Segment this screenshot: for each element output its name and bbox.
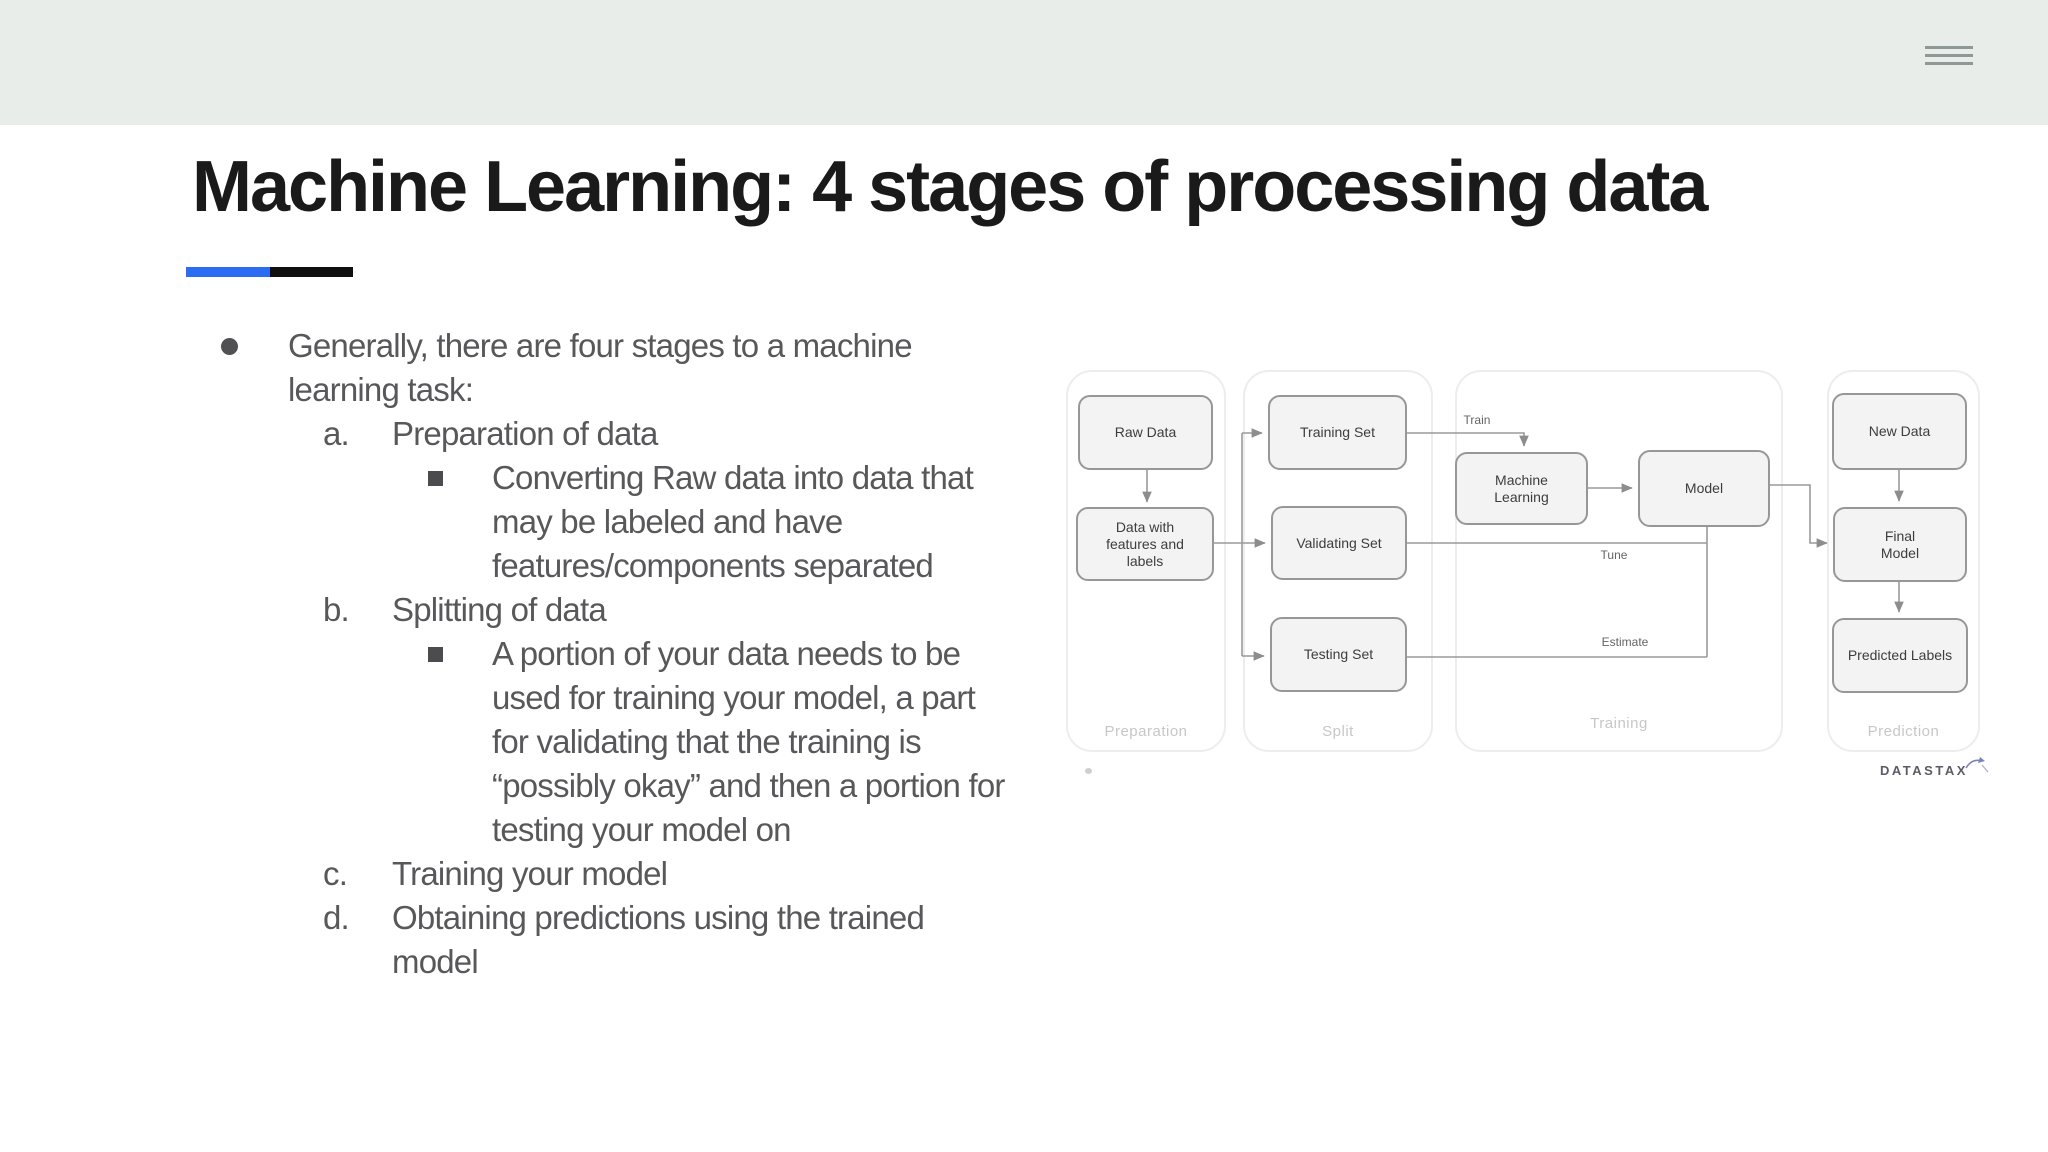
- hamburger-menu-icon[interactable]: [1925, 46, 1973, 67]
- slide-title: Machine Learning: 4 stages of processing…: [192, 147, 1708, 227]
- node-data-features: Data with features and labels: [1076, 507, 1214, 581]
- text-line: Obtaining predictions using the trained: [392, 899, 925, 936]
- list-marker: a.: [323, 415, 350, 452]
- text-line: Training your model: [392, 855, 668, 892]
- title-accent-bar: [186, 267, 353, 277]
- node-final-model: Final Model: [1833, 507, 1967, 582]
- list-marker: d.: [323, 899, 350, 936]
- diagram-connectors: [1142, 428, 1904, 661]
- datastax-swoosh-icon: [1965, 757, 1989, 773]
- text-line: learning task:: [288, 371, 474, 408]
- list-item: b. Splitting of data: [0, 588, 1060, 632]
- group-label: Prediction: [1867, 723, 1940, 740]
- text-line: may be labeled and have: [492, 503, 843, 540]
- datastax-logo: DATASTAX: [1880, 757, 1990, 778]
- list-item: c. Training your model: [0, 852, 1060, 896]
- group-label: Split: [1322, 723, 1354, 740]
- accent-bar-blue: [186, 267, 270, 277]
- group-label: Training: [1590, 715, 1648, 732]
- edge-label-estimate: Estimate: [1601, 635, 1649, 649]
- text-line: used for training your model, a part: [492, 679, 976, 716]
- list-marker: c.: [323, 855, 348, 892]
- node-new-data: New Data: [1832, 393, 1967, 470]
- group-label: Preparation: [1104, 723, 1188, 740]
- text-line: Converting Raw data into data that: [492, 459, 974, 496]
- top-bar: [0, 0, 2048, 125]
- text-line: “possibly okay” and then a portion for: [492, 767, 1005, 804]
- list-item: d. Obtaining predictions using the train…: [0, 896, 1060, 984]
- text-line: Splitting of data: [392, 591, 607, 628]
- text-line: features/components separated: [492, 547, 934, 584]
- list-item: A portion of your data needs to be used …: [0, 632, 1060, 852]
- text-line: Preparation of data: [392, 415, 658, 452]
- text-line: model: [392, 943, 479, 980]
- node-raw-data: Raw Data: [1078, 395, 1213, 470]
- square-bullet-icon: [428, 647, 443, 662]
- edge-label-train: Train: [1463, 413, 1491, 427]
- slide-body-text: Generally, there are four stages to a ma…: [0, 324, 1060, 984]
- stray-mark: [1085, 768, 1092, 774]
- edge-label-tune: Tune: [1600, 548, 1628, 562]
- node-predicted-labels: Predicted Labels: [1832, 618, 1968, 693]
- node-machine-learning: Machine Learning: [1455, 452, 1588, 525]
- list-marker: b.: [323, 591, 350, 628]
- list-item: Generally, there are four stages to a ma…: [0, 324, 1060, 412]
- text-line: Generally, there are four stages to a ma…: [288, 327, 913, 364]
- square-bullet-icon: [428, 471, 443, 486]
- list-item: Converting Raw data into data that may b…: [0, 456, 1060, 588]
- ml-workflow-diagram: Preparation Split Training Prediction: [1060, 365, 2000, 795]
- list-item: a. Preparation of data: [0, 412, 1060, 456]
- node-model: Model: [1638, 450, 1770, 527]
- datastax-logo-text: DATASTAX: [1880, 763, 1968, 778]
- node-training-set: Training Set: [1268, 395, 1407, 470]
- disc-bullet-icon: [221, 338, 238, 355]
- text-line: testing your model on: [492, 811, 792, 848]
- node-testing-set: Testing Set: [1270, 617, 1407, 692]
- text-line: A portion of your data needs to be: [492, 635, 961, 672]
- node-validating-set: Validating Set: [1271, 506, 1407, 580]
- accent-bar-black: [270, 267, 353, 277]
- text-line: for validating that the training is: [492, 723, 922, 760]
